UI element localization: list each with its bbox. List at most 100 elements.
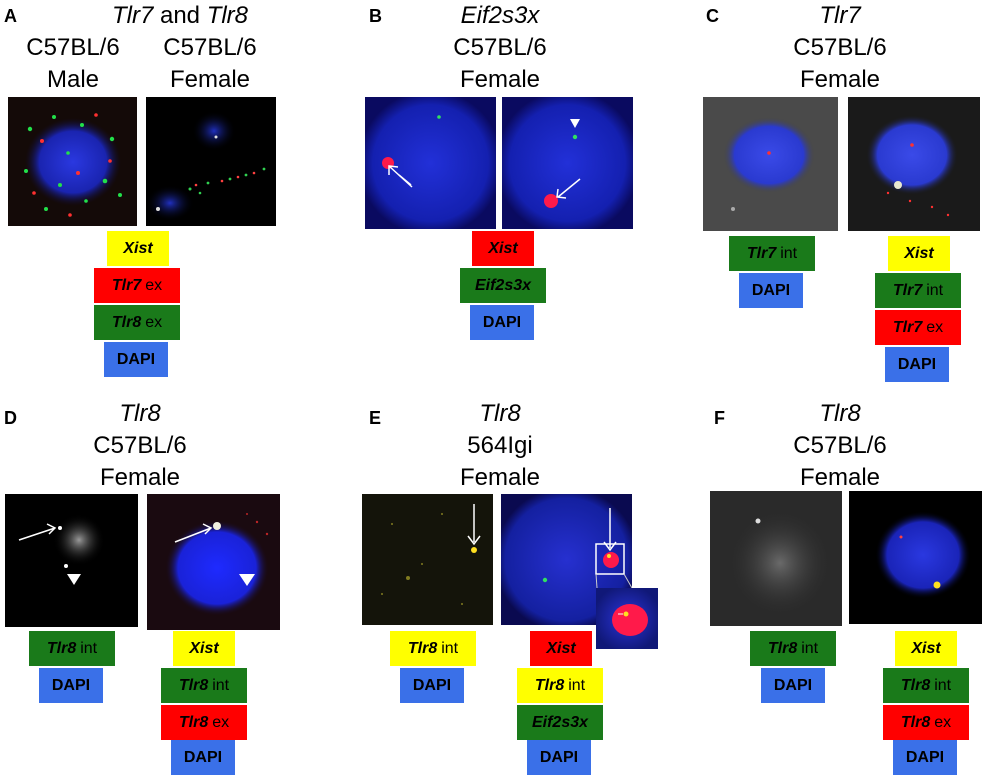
legend-suffix: ex	[145, 276, 163, 294]
panel-a-title: Tlr7 and Tlr8	[80, 0, 280, 32]
panel-a-title-and: and	[153, 2, 207, 29]
panel-e-gene: Tlr8	[479, 400, 521, 427]
panel-e-strain: 564Igi	[467, 432, 533, 459]
panel-e-right-legend-dapi: DAPI	[527, 740, 591, 775]
panel-f-sex: Female	[799, 464, 881, 491]
panel-d-right-micrograph	[147, 494, 280, 630]
panel-a-right-sex: Female	[169, 66, 251, 93]
panel-f-gene: Tlr8	[819, 400, 861, 427]
legend-gene: Tlr7	[111, 276, 142, 294]
legend-gene: Tlr8	[178, 713, 209, 731]
legend-gene: Tlr8	[900, 676, 931, 694]
legend-suffix: int	[801, 639, 819, 657]
panel-a-legend-dapi: DAPI	[104, 342, 168, 377]
panel-c-right-legend-xist: Xist	[888, 236, 950, 271]
panel-label-a: A	[4, 6, 17, 26]
legend-suffix: int	[780, 244, 798, 262]
legend-gene: Tlr8	[111, 313, 142, 331]
panel-d-sex: Female	[99, 464, 181, 491]
legend-suffix: ex	[934, 713, 952, 731]
panel-f-right-micrograph	[849, 491, 982, 624]
panel-label-e: E	[369, 408, 382, 428]
legend-gene: Xist	[189, 639, 219, 657]
panel-b-legend-xist: Xist	[472, 231, 534, 266]
legend-suffix: int	[80, 639, 98, 657]
panel-label-f: F	[714, 408, 725, 428]
legend-gene: Tlr7	[892, 281, 923, 299]
panel-b-right-micrograph	[502, 97, 633, 229]
panel-e-right-legend-xist: Xist	[530, 631, 592, 666]
legend-suffix: int	[926, 281, 944, 299]
legend-gene: Tlr7	[746, 244, 777, 262]
legend-gene: Tlr8	[46, 639, 77, 657]
legend-gene: Eif2s3x	[474, 276, 532, 294]
legend-gene: Tlr7	[892, 318, 923, 336]
panel-c-gene: Tlr7	[819, 2, 861, 29]
panel-e-zoom-inset	[596, 588, 658, 649]
panel-b-strain: C57BL/6	[453, 34, 547, 61]
panel-b-legend-dapi: DAPI	[470, 305, 534, 340]
legend-gene: Eif2s3x	[531, 713, 589, 731]
legend-suffix: ex	[926, 318, 944, 336]
panel-f-right-legend-xist: Xist	[895, 631, 957, 666]
panel-c-left-micrograph	[703, 97, 838, 231]
panel-c-left-legend-dapi: DAPI	[739, 273, 803, 308]
panel-a-male-micrograph	[8, 97, 137, 226]
panel-f-strain: C57BL/6	[793, 432, 887, 459]
panel-b-legend-eif2s3x: Eif2s3x	[460, 268, 546, 303]
legend-suffix: int	[934, 676, 952, 694]
panel-c-right-legend-dapi: DAPI	[885, 347, 949, 382]
legend-suffix: ex	[145, 313, 163, 331]
legend-gene: Tlr8	[534, 676, 565, 694]
panel-a-left-strain: C57BL/6	[26, 34, 120, 61]
panel-a-gene-2: Tlr8	[206, 2, 249, 29]
panel-b-left-micrograph	[365, 97, 496, 229]
panel-label-c: C	[706, 6, 719, 26]
panel-c-right-micrograph	[848, 97, 980, 231]
panel-b-gene: Eif2s3x	[460, 2, 540, 29]
legend-gene: Tlr8	[178, 676, 209, 694]
legend-suffix: int	[212, 676, 230, 694]
panel-label-d: D	[4, 408, 17, 428]
legend-gene: Xist	[904, 244, 934, 262]
panel-label-b: B	[369, 6, 382, 26]
legend-gene: Xist	[546, 639, 576, 657]
legend-gene: Tlr8	[767, 639, 798, 657]
panel-d-right-legend-xist: Xist	[173, 631, 235, 666]
legend-suffix: ex	[212, 713, 230, 731]
panel-b-sex: Female	[459, 66, 541, 93]
legend-gene: Tlr8	[900, 713, 931, 731]
panel-c-sex: Female	[799, 66, 881, 93]
panel-a-legend-xist: Xist	[107, 231, 169, 266]
panel-d-right-legend-dapi: DAPI	[171, 740, 235, 775]
panel-a-left-sex: Male	[46, 66, 100, 93]
legend-gene: Xist	[123, 239, 153, 257]
legend-gene: Tlr8	[407, 639, 438, 657]
panel-d-strain: C57BL/6	[93, 432, 187, 459]
panel-d-left-legend-dapi: DAPI	[39, 668, 103, 703]
panel-a-gene-1: Tlr7	[111, 2, 154, 29]
legend-gene: Xist	[488, 239, 518, 257]
legend-gene: Xist	[911, 639, 941, 657]
panel-a-female-micrograph	[146, 97, 276, 226]
panel-e-right-legend-eif2s3x: Eif2s3x	[517, 705, 603, 740]
legend-suffix: int	[441, 639, 459, 657]
